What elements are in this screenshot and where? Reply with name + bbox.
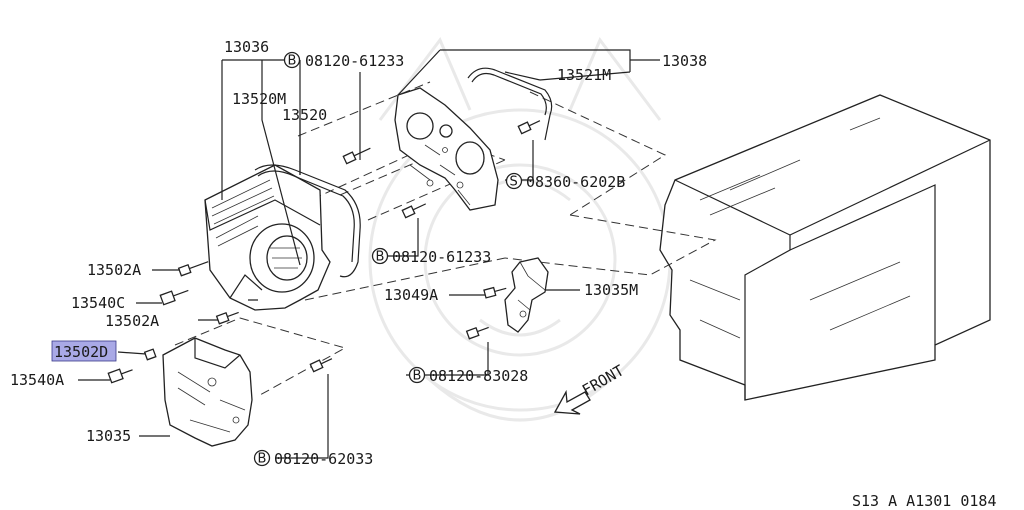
bolt-marker-letter: B: [288, 54, 297, 69]
bolt-marker-icon: [371, 247, 389, 265]
catalog-reference: S13 A A1301 0184: [852, 492, 997, 510]
label-13502d[interactable]: 13502D: [54, 343, 108, 361]
bolt-marker-letter: B: [258, 452, 267, 467]
leader-lines: [78, 49, 660, 459]
seal-13521m: [467, 67, 553, 141]
front-label: FRONT: [579, 361, 627, 399]
label-13502a-lower: 13502A: [105, 312, 159, 330]
upper-timing-cover: [204, 164, 331, 311]
screw-marker-letter: S: [510, 175, 518, 190]
label-08360-6202b: 08360-6202B: [526, 173, 625, 191]
lower-timing-cover: [162, 337, 253, 447]
bolt-marker-icon: [408, 366, 426, 384]
bolt-marker-letter: B: [376, 250, 385, 265]
bolt-marker-icon: [253, 449, 271, 467]
label-13038: 13038: [662, 52, 707, 70]
highlight-13502d[interactable]: [51, 340, 117, 362]
screw-marker-icon: [505, 172, 523, 190]
label-13520: 13520: [282, 106, 327, 124]
label-08120-61233-mid: 08120-61233: [392, 248, 491, 266]
label-13540a: 13540A: [10, 371, 64, 389]
engine-block: [659, 94, 991, 401]
label-08120-61233-top: 08120-61233: [305, 52, 404, 70]
bolt-marker-letter: B: [413, 369, 422, 384]
label-08120-62033: 08120-62033: [274, 450, 373, 468]
label-13036: 13036: [224, 38, 269, 56]
rear-timing-plate: [394, 87, 499, 211]
label-13502a-upper: 13502A: [87, 261, 141, 279]
label-13540c: 13540C: [71, 294, 125, 312]
label-08120-83028: 08120-83028: [429, 367, 528, 385]
bolts: [107, 120, 541, 384]
label-13035m: 13035M: [584, 281, 638, 299]
label-13035: 13035: [86, 427, 131, 445]
front-arrow-icon: [553, 389, 591, 415]
bolt-marker-icon: [283, 51, 301, 69]
label-13520m: 13520M: [232, 90, 286, 108]
label-13521m: 13521M: [557, 66, 611, 84]
label-13049a: 13049A: [384, 286, 438, 304]
bracket-13035m: [504, 257, 549, 333]
